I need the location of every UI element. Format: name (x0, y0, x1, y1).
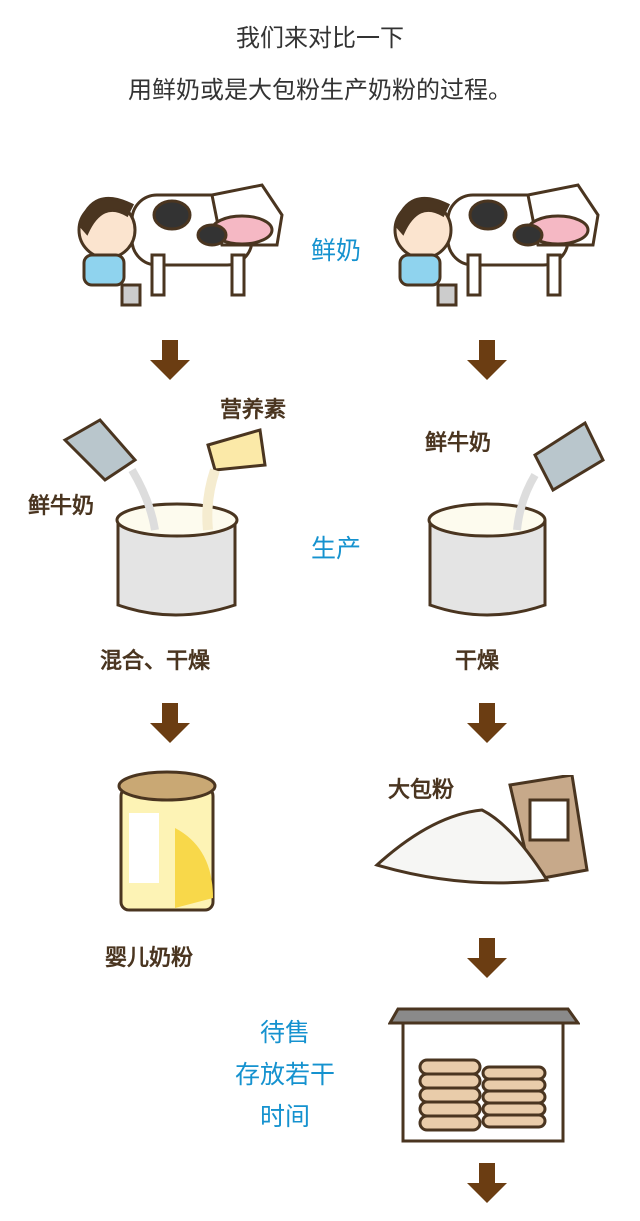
formula-can-illustration (117, 770, 217, 912)
storage-line-2: 存放若干 (234, 1060, 335, 1089)
down-arrow-icon (467, 340, 507, 380)
down-arrow-icon (150, 340, 190, 380)
label-nutrient: 营养素 (220, 398, 287, 423)
stage-label-milk: 鲜奶 (310, 236, 361, 265)
label-mix-dry: 混合、干燥 (100, 649, 211, 674)
label-fresh-milk-left: 鲜牛奶 (28, 494, 95, 519)
label-bulk-powder: 大包粉 (388, 778, 455, 803)
storage-line-3: 时间 (259, 1102, 310, 1131)
down-arrow-icon (467, 703, 507, 743)
down-arrow-icon (467, 938, 507, 978)
down-arrow-icon (467, 1163, 507, 1203)
mixing-vat-illustration (62, 418, 267, 617)
title-line-1: 我们来对比一下 (236, 24, 404, 52)
stage-label-storage: 待售 存放若干 时间 (200, 1012, 370, 1138)
storage-line-1: 待售 (259, 1018, 310, 1047)
bulk-powder-bag-illustration (374, 775, 589, 885)
stage-label-production: 生产 (310, 534, 361, 563)
warehouse-illustration (388, 1007, 580, 1143)
farmer-milking-cow-illustration-left (77, 183, 284, 307)
label-infant-formula: 婴儿奶粉 (105, 946, 194, 971)
down-arrow-icon (150, 703, 190, 743)
title-line-2: 用鲜奶或是大包粉生产奶粉的过程。 (128, 76, 512, 104)
label-dry: 干燥 (455, 649, 500, 674)
label-fresh-milk-right: 鲜牛奶 (425, 431, 492, 456)
farmer-milking-cow-illustration-right (393, 183, 600, 307)
drying-vat-illustration (427, 420, 605, 617)
